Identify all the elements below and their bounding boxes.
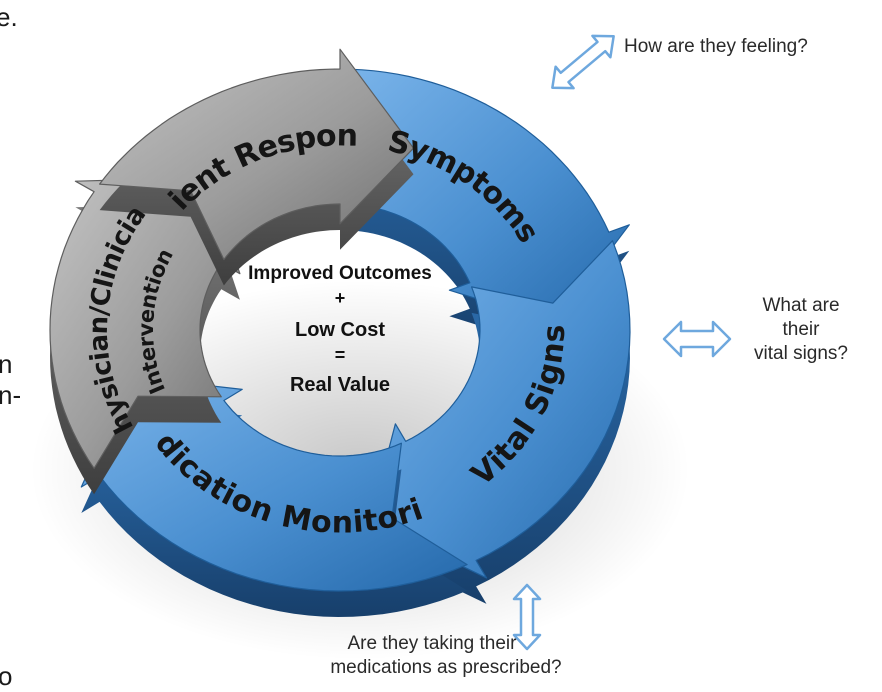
- center-message: Improved Outcomes + Low Cost = Real Valu…: [248, 263, 432, 396]
- callout-vital-line-2: their: [782, 319, 820, 340]
- callout-vital-signs: What are their vital signs?: [726, 294, 876, 366]
- double-arrow-icon: [551, 34, 615, 90]
- callout-vital-line-1: What are: [762, 295, 840, 316]
- double-arrow-icon: [662, 320, 732, 358]
- callout-meds-line-2: medications as prescribed?: [330, 657, 562, 678]
- left-text-fragment-3: n-: [0, 380, 22, 410]
- callout-feeling: How are they feeling?: [624, 36, 808, 57]
- segment-patient-response: [99, 48, 415, 286]
- callout-medications: Are they taking their medications as pre…: [286, 632, 606, 680]
- callout-vital-line-3: vital signs?: [754, 343, 848, 364]
- center-line-3: Low Cost: [295, 319, 385, 341]
- double-arrow-icon: [512, 583, 542, 651]
- center-line-2: +: [335, 288, 346, 308]
- left-text-fragment-2: n: [0, 349, 13, 379]
- segment-face-patient-response: [99, 48, 415, 261]
- segment-physician-clinician: [49, 176, 241, 495]
- center-line-4: =: [335, 345, 346, 365]
- center-line-1: Improved Outcomes: [248, 263, 432, 284]
- segment-medication-monitoring: [80, 376, 468, 617]
- center-line-5: Real Value: [290, 374, 390, 396]
- cycle-ring: [49, 48, 631, 617]
- callout-meds-line-1: Are they taking their: [347, 633, 517, 654]
- left-text-fragment-1: e.: [0, 2, 18, 32]
- left-text-fragment-4: o: [0, 661, 13, 691]
